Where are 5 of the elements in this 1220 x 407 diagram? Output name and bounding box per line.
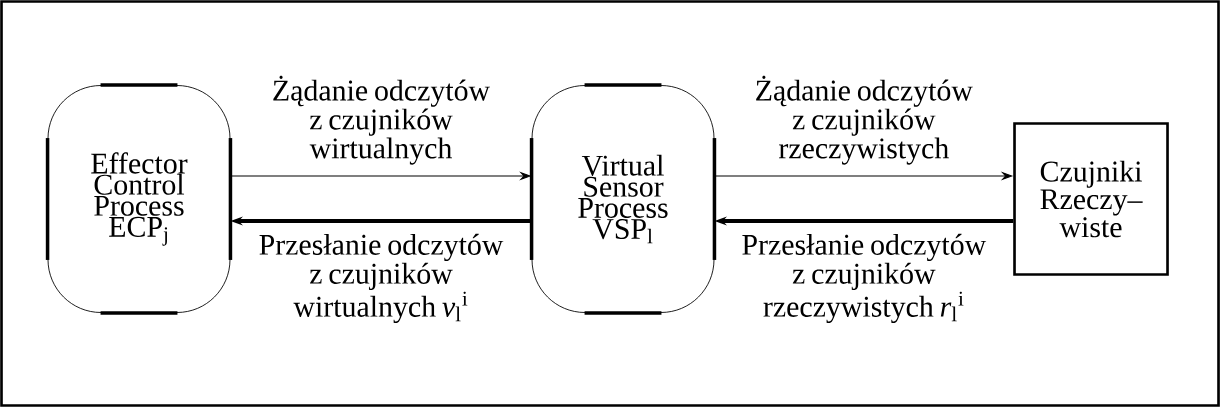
edge-label: Żądanie odczytów z czujników wirtualnych xyxy=(273,75,490,165)
edge-label: Przesłanie odczytów z czujników wirtualnych v$_{l}$i xyxy=(259,233,504,324)
edge-label: Przesłanie odczytów z czujników rzeczywistych r$_{l}$i xyxy=(742,233,987,324)
edge-label: Żądanie odczytów z czujników rzeczywistych xyxy=(756,75,973,165)
sensor-box: Czujniki Rzeczy– wiste xyxy=(1013,122,1169,276)
